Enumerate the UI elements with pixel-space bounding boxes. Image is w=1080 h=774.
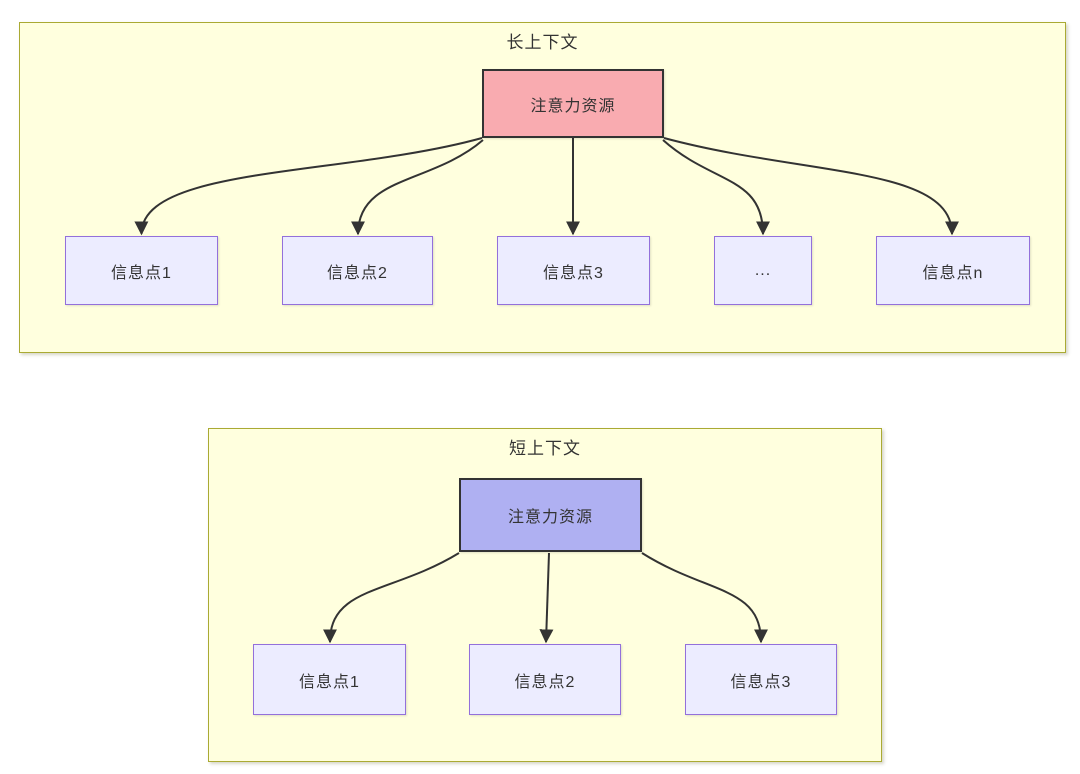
node-attention-resource-long: 注意力资源 <box>482 69 664 138</box>
node-info-point-n: 信息点n <box>876 236 1030 305</box>
panel-long-title: 长上下文 <box>506 33 579 52</box>
panel-short-title: 短上下文 <box>509 439 581 458</box>
node-info-point-ellipsis: ... <box>714 236 812 305</box>
node-info-point-3-long: 信息点3 <box>497 236 650 305</box>
node-info-point-1-short: 信息点1 <box>253 644 406 715</box>
node-info-point-2-short: 信息点2 <box>469 644 621 715</box>
node-attention-resource-short: 注意力资源 <box>459 478 642 552</box>
node-info-point-1-long: 信息点1 <box>65 236 218 305</box>
node-info-point-3-short: 信息点3 <box>685 644 837 715</box>
node-info-point-2-long: 信息点2 <box>282 236 433 305</box>
